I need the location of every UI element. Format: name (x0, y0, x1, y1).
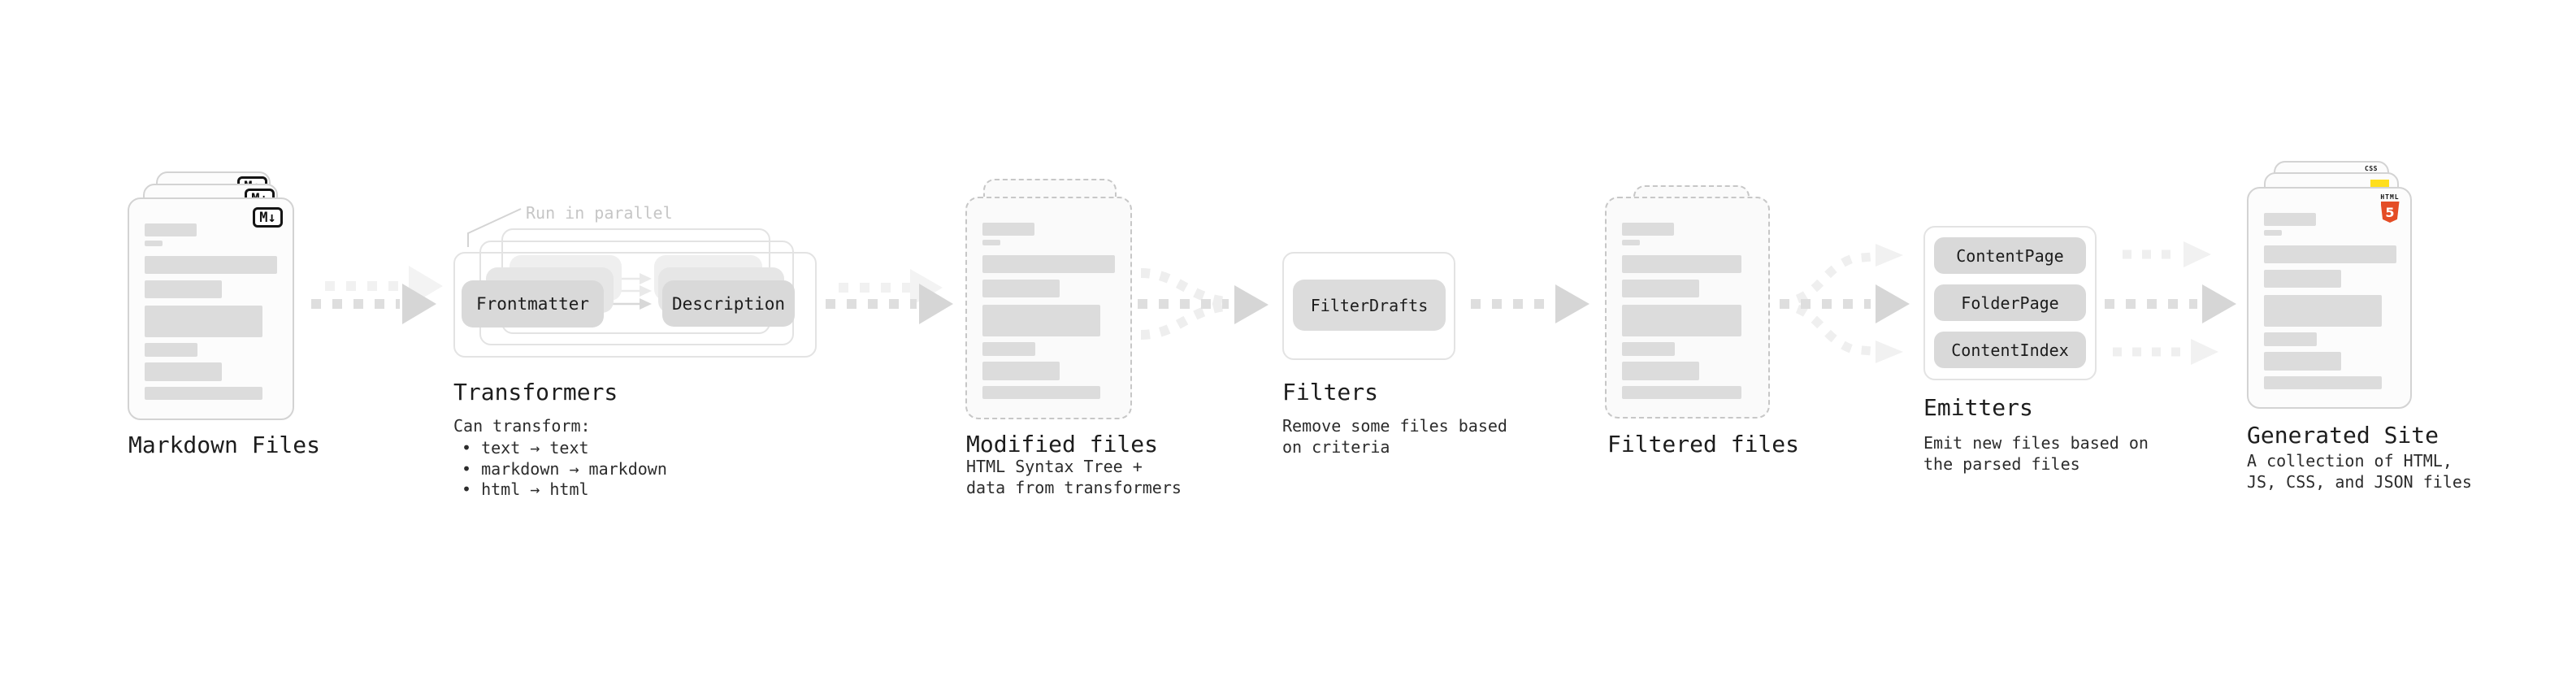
arrow-markdown-to-transformers (311, 266, 443, 324)
description-node: Description (662, 280, 795, 327)
html5-shield: 5 (2380, 202, 2400, 223)
transformers-bullet-list: • text → text • markdown → markdown • ht… (462, 438, 667, 501)
markdown-file-card: M↓ (128, 197, 294, 420)
generated-site-label: Generated Site (2247, 422, 2439, 449)
arrow-emitters-to-site (2105, 241, 2236, 365)
filters-label: Filters (1282, 379, 1379, 406)
filter-drafts-node: FilterDrafts (1293, 280, 1446, 331)
modified-files-description: HTML Syntax Tree + data from transformer… (966, 457, 1182, 497)
emitters-label: Emitters (1923, 394, 2033, 421)
run-in-parallel-note: Run in parallel (526, 203, 673, 223)
html5-icon: HTML 5 (2379, 193, 2400, 223)
bullet-item: • text → text (462, 438, 589, 458)
arrow-filters-to-filtered (1471, 284, 1589, 323)
modified-file-card (965, 197, 1132, 419)
markdown-files-label: Markdown Files (128, 432, 321, 458)
transformers-description: Can transform: (453, 416, 591, 436)
bullet-item: • html → html (462, 479, 589, 499)
bullet-item: • markdown → markdown (462, 458, 667, 479)
generated-site-description: A collection of HTML, JS, CSS, and JSON … (2247, 451, 2472, 492)
filters-description: Remove some files based on criteria (1282, 416, 1507, 457)
arrow-transformers-to-modified (826, 269, 953, 324)
markdown-icon: M↓ (253, 207, 283, 228)
site-file-card-html: HTML 5 (2247, 187, 2412, 409)
transformer-layer-front (453, 252, 817, 358)
folder-page-node: FolderPage (1934, 284, 2086, 321)
arrow-modified-to-filters (1138, 268, 1268, 340)
note-leader-line (467, 208, 522, 247)
emitters-description: Emit new files based on the parsed files (1923, 433, 2149, 474)
content-index-node: ContentIndex (1934, 332, 2086, 368)
transformers-label: Transformers (453, 379, 618, 406)
modified-files-label: Modified files (966, 431, 1159, 458)
filtered-files-label: Filtered files (1607, 431, 1800, 458)
content-page-node: ContentPage (1934, 237, 2086, 274)
filtered-file-card (1605, 197, 1770, 419)
frontmatter-node: Frontmatter (462, 280, 604, 327)
arrow-filtered-to-emitters (1780, 244, 1910, 363)
